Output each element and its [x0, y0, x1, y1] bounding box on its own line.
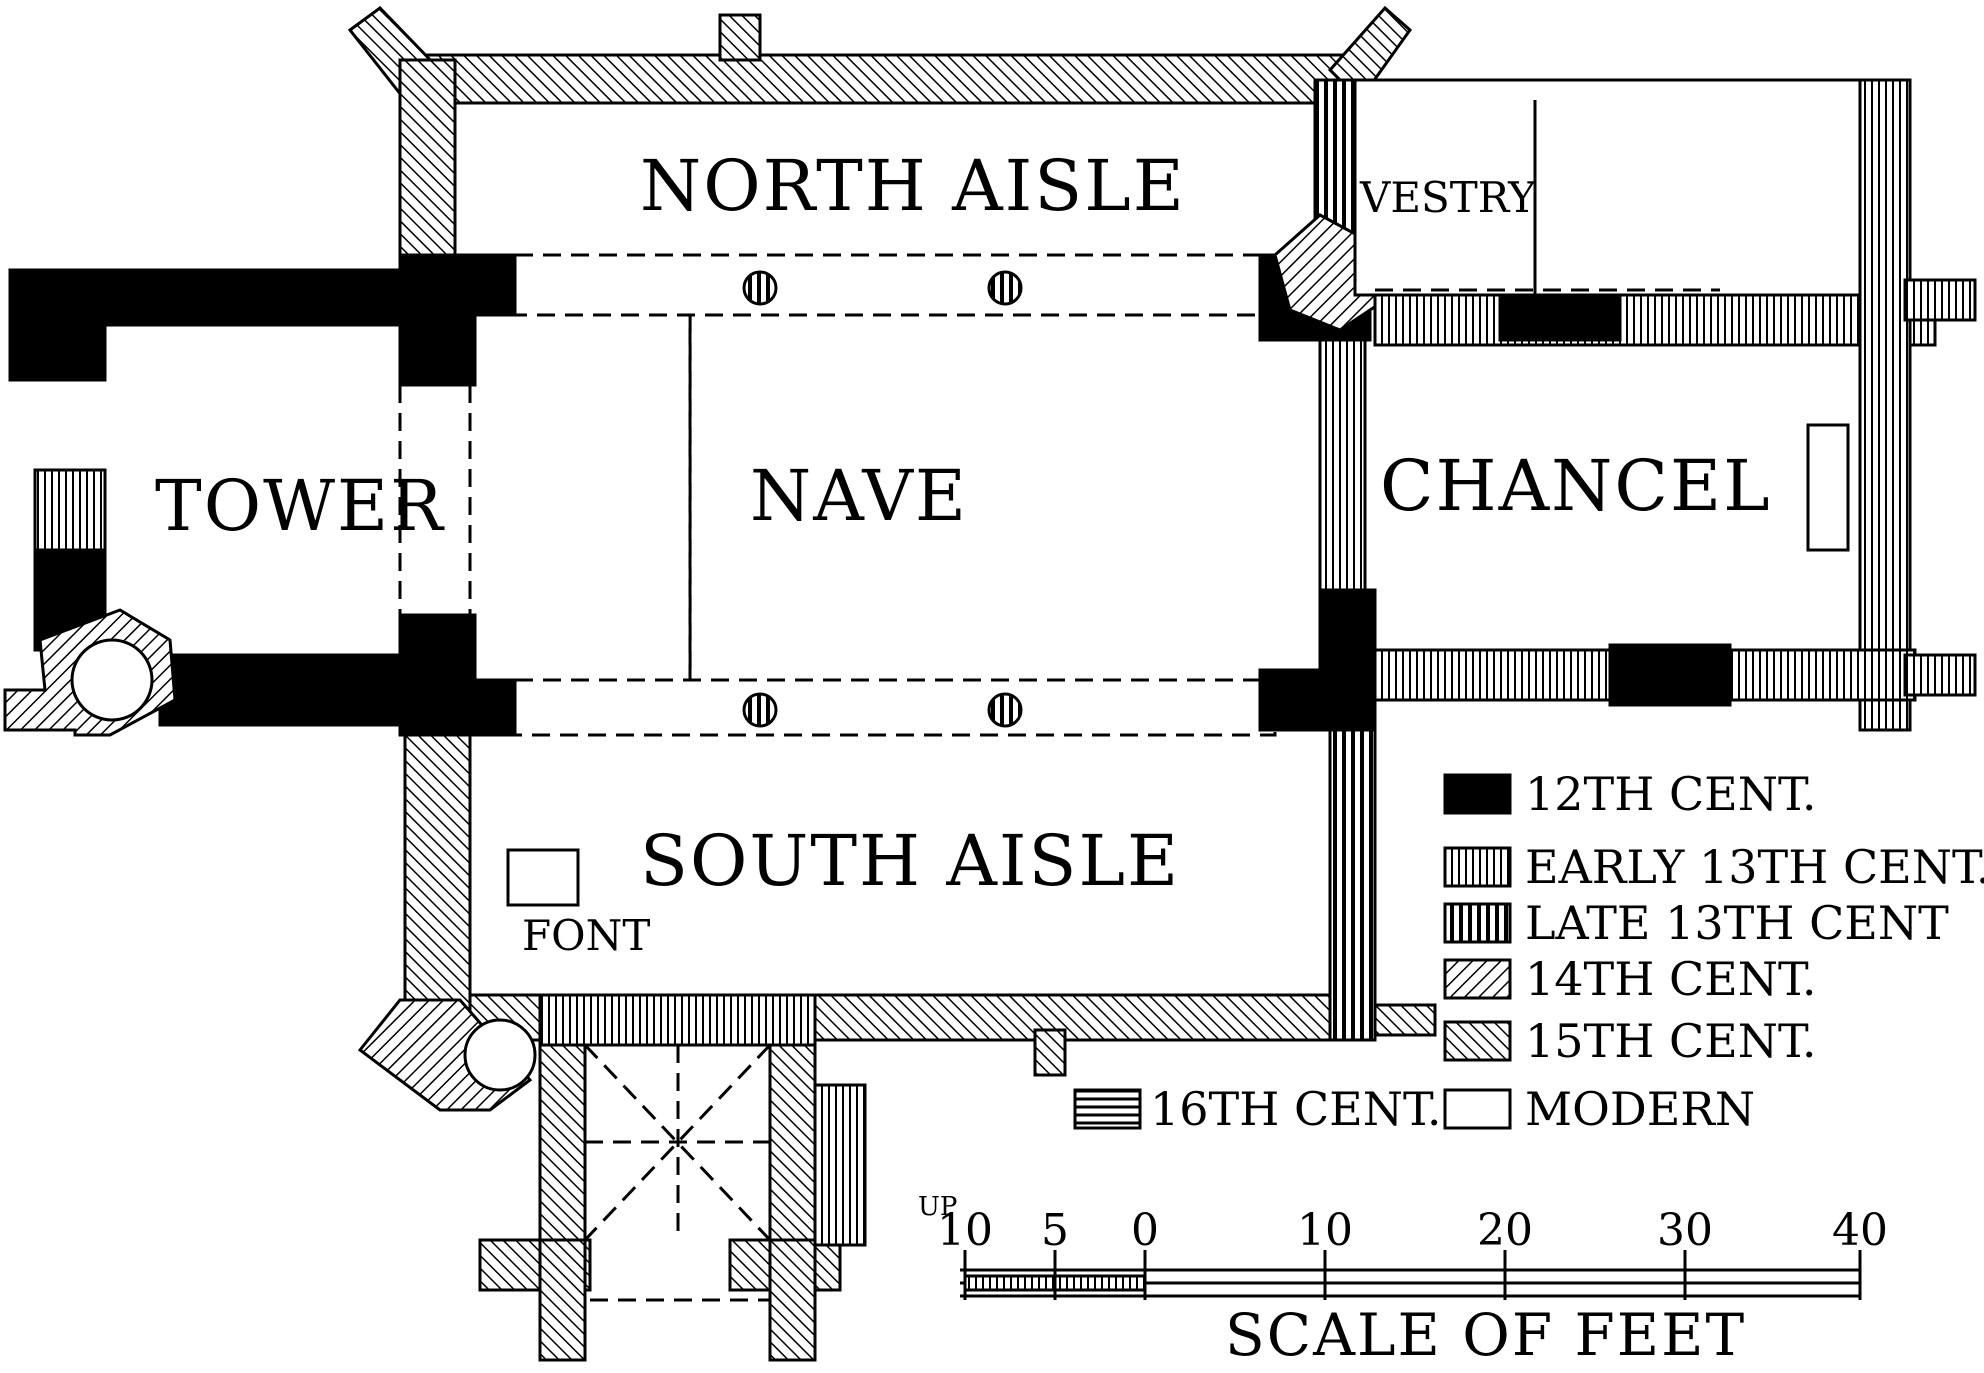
legend-label-late-13th: LATE 13TH CENT: [1525, 896, 1949, 950]
legend-label-14th: 14TH CENT.: [1525, 952, 1817, 1006]
tower-arch-north-pier: [398, 253, 477, 387]
legend-label-12th: 12TH CENT.: [1525, 767, 1817, 821]
legend-label-early-13th: EARLY 13TH CENT.: [1525, 840, 1984, 894]
scale-numbers: 10 5 0 10 20 30 40: [937, 1205, 1888, 1256]
legend-swatch-modern: [1443, 1088, 1512, 1130]
scale-number: 0: [1131, 1205, 1159, 1256]
legend: [1073, 773, 1512, 1130]
south-aisle-stair: [463, 1018, 537, 1092]
font-bowl: [506, 848, 580, 907]
scale-number: 40: [1832, 1205, 1888, 1256]
tower-arch-south-pier: [398, 613, 477, 737]
north-column-1: [742, 270, 778, 306]
walls: [3, 5, 1977, 1362]
porch-north-wall: [538, 993, 817, 1047]
room-labels: NORTH AISLE TOWER NAVE CHANCEL SOUTH AIS…: [155, 145, 1772, 1222]
legend-labels: 12TH CENT. EARLY 13TH CENT. LATE 13TH CE…: [1150, 767, 1984, 1136]
legend-swatch-14th: [1443, 958, 1512, 1000]
tower-west-opening: [33, 468, 107, 552]
porch-vault-diag-2: [583, 1043, 772, 1242]
north-column-2: [987, 270, 1023, 306]
south-aisle-west-wall: [403, 733, 472, 1017]
label-chancel: CHANCEL: [1380, 445, 1772, 527]
se-buttress: [1373, 1003, 1437, 1037]
tower-west-wall: [8, 268, 107, 382]
label-south-aisle: SOUTH AISLE: [640, 820, 1180, 902]
nave-south-respond-west: [468, 678, 517, 737]
scale-bar: [960, 1250, 1862, 1300]
label-tower: TOWER: [155, 465, 445, 547]
legend-swatch-early-13th: [1443, 846, 1512, 888]
south-arcade: [513, 678, 1277, 737]
north-arcade: [513, 253, 1277, 317]
chancel-ne-buttress: [1903, 278, 1977, 322]
label-font: FONT: [522, 911, 650, 960]
legend-label-15th: 15TH CENT.: [1525, 1014, 1817, 1068]
nave-south-respond-east: [1258, 668, 1332, 732]
porch-stair-block: [813, 1083, 867, 1247]
legend-label-16th: 16TH CENT.: [1150, 1082, 1442, 1136]
chancel-south-blocked: [1608, 643, 1732, 707]
porch-sw-buttress-lower: [538, 1238, 587, 1362]
legend-swatch-15th: [1443, 1020, 1512, 1062]
chancel-se-buttress: [1903, 653, 1977, 697]
chancel-west-wall: [1318, 338, 1367, 592]
legend-swatch-late-13th: [1443, 902, 1512, 944]
arcades: [398, 253, 1720, 1302]
legend-label-modern: MODERN: [1525, 1082, 1755, 1136]
vestry-outline: [1353, 78, 1862, 297]
chancel-east-wall: [1858, 78, 1912, 732]
scale-number: 30: [1657, 1205, 1713, 1256]
scale-ticks: [963, 1250, 1862, 1300]
north-aisle-north-wall: [398, 53, 1362, 105]
scale-number: 5: [1041, 1205, 1069, 1256]
tower-stair: [70, 638, 154, 722]
altar: [1806, 423, 1850, 552]
porch-vault-diag-1: [583, 1043, 772, 1242]
label-north-aisle: NORTH AISLE: [640, 145, 1186, 227]
scale-number: 10: [937, 1205, 993, 1256]
scale-number: 20: [1477, 1205, 1533, 1256]
chancel-north-wall: [1373, 293, 1937, 347]
north-buttress: [718, 13, 762, 62]
north-aisle-west-wall: [398, 58, 457, 262]
porch-se-buttress-lower: [768, 1238, 817, 1362]
label-up: UP: [918, 1192, 957, 1222]
south-buttress: [1033, 1028, 1067, 1077]
south-aisle-east-wall: [1328, 728, 1377, 1042]
label-vestry: VESTRY: [1359, 173, 1537, 222]
legend-swatch-16th: [1073, 1088, 1142, 1130]
south-column-1: [742, 692, 778, 728]
scale-number: 10: [1297, 1205, 1353, 1256]
scale-title: SCALE OF FEET: [1225, 1301, 1746, 1369]
nave-north-respond-west: [468, 253, 517, 317]
columns: [742, 270, 1023, 728]
label-nave: NAVE: [750, 455, 968, 537]
legend-swatch-12th: [1443, 773, 1512, 815]
south-column-2: [987, 692, 1023, 728]
